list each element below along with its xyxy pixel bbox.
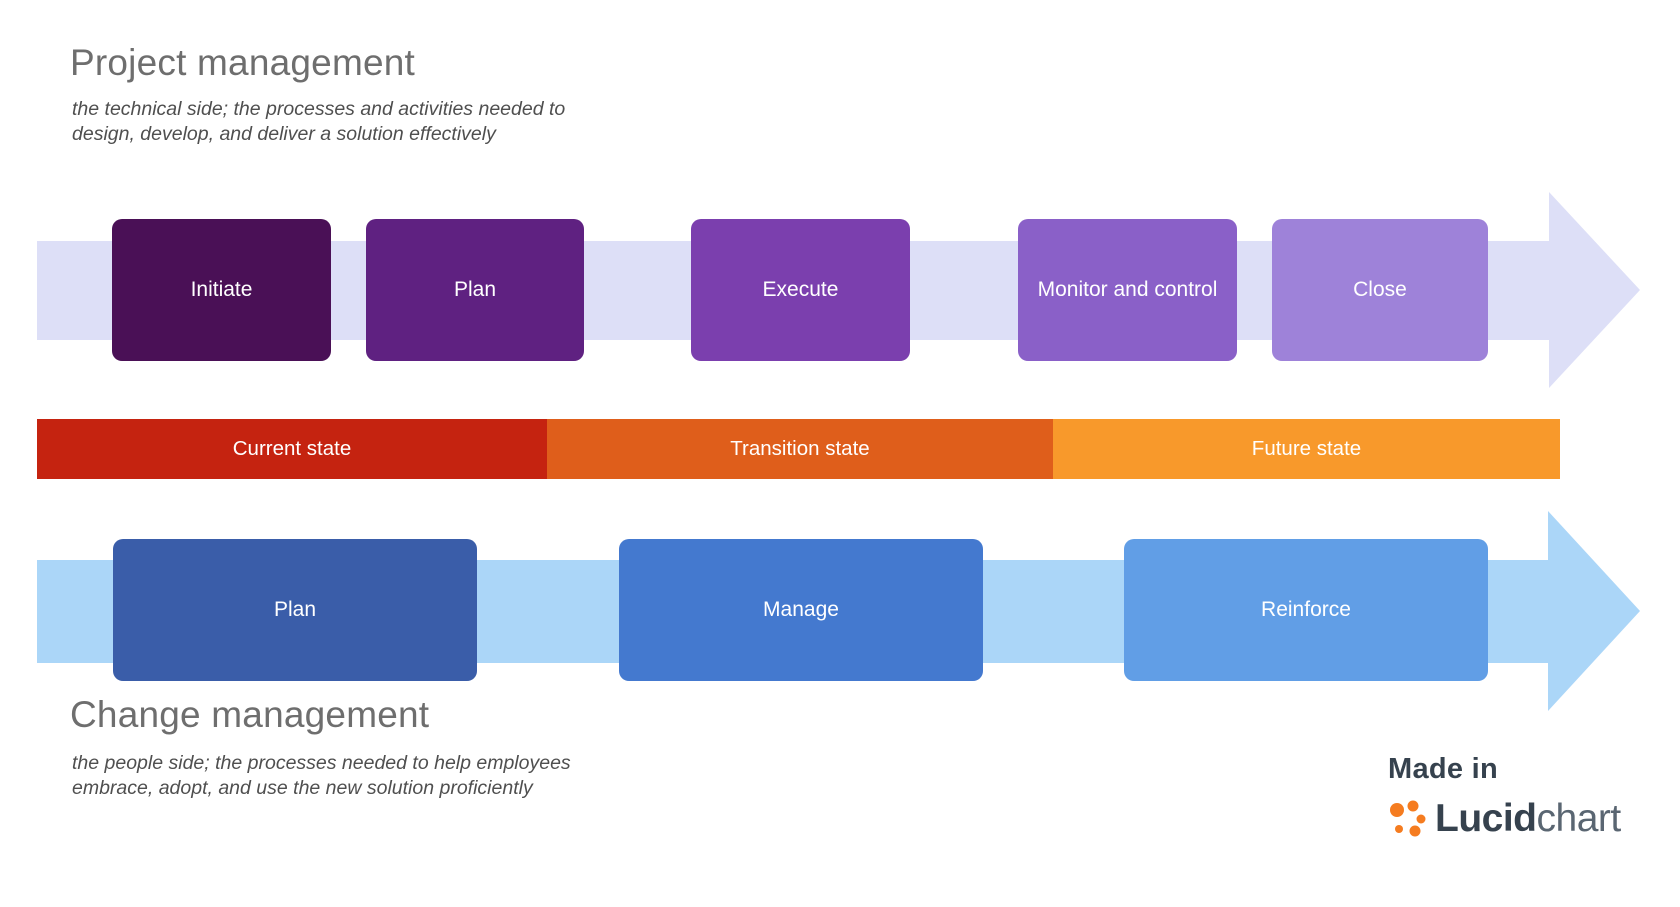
made-in-label: Made in <box>1388 753 1499 785</box>
phase-box-plan-change: Plan <box>113 539 477 681</box>
project-subtitle-line-1: the technical side; the processes and ac… <box>72 98 566 120</box>
phase-box-close: Close <box>1272 219 1488 361</box>
phase-box-reinforce: Reinforce <box>1124 539 1488 681</box>
lucidchart-logo-mark-icon <box>1390 800 1426 837</box>
project-subtitle-line-2: design, develop, and deliver a solution … <box>72 123 496 145</box>
phase-box-manage: Manage <box>619 539 983 681</box>
state-bar: Current state Transition state Future st… <box>37 419 1560 479</box>
project-management-title: Project management <box>70 42 416 83</box>
lucid-wordmark: Lucid <box>1435 797 1537 840</box>
project-management-subtitle: the technical side; the processes and ac… <box>72 97 565 147</box>
phase-box-plan-project: Plan <box>366 219 584 361</box>
state-segment-future: Future state <box>1053 419 1560 479</box>
change-subtitle-line-1: the people side; the processes needed to… <box>72 752 571 774</box>
change-management-title: Change management <box>70 694 430 735</box>
change-management-subtitle: the people side; the processes needed to… <box>72 751 571 801</box>
phase-box-monitor-and-control: Monitor and control <box>1018 219 1237 361</box>
state-segment-current: Current state <box>37 419 547 479</box>
change-arrow-head-icon <box>1548 511 1640 711</box>
project-arrow-head-icon <box>1549 192 1640 388</box>
chart-wordmark: chart <box>1536 797 1622 840</box>
state-segment-transition: Transition state <box>547 419 1053 479</box>
change-subtitle-line-2: embrace, adopt, and use the new solution… <box>72 777 533 799</box>
phase-box-initiate: Initiate <box>112 219 331 361</box>
phase-box-execute: Execute <box>691 219 910 361</box>
